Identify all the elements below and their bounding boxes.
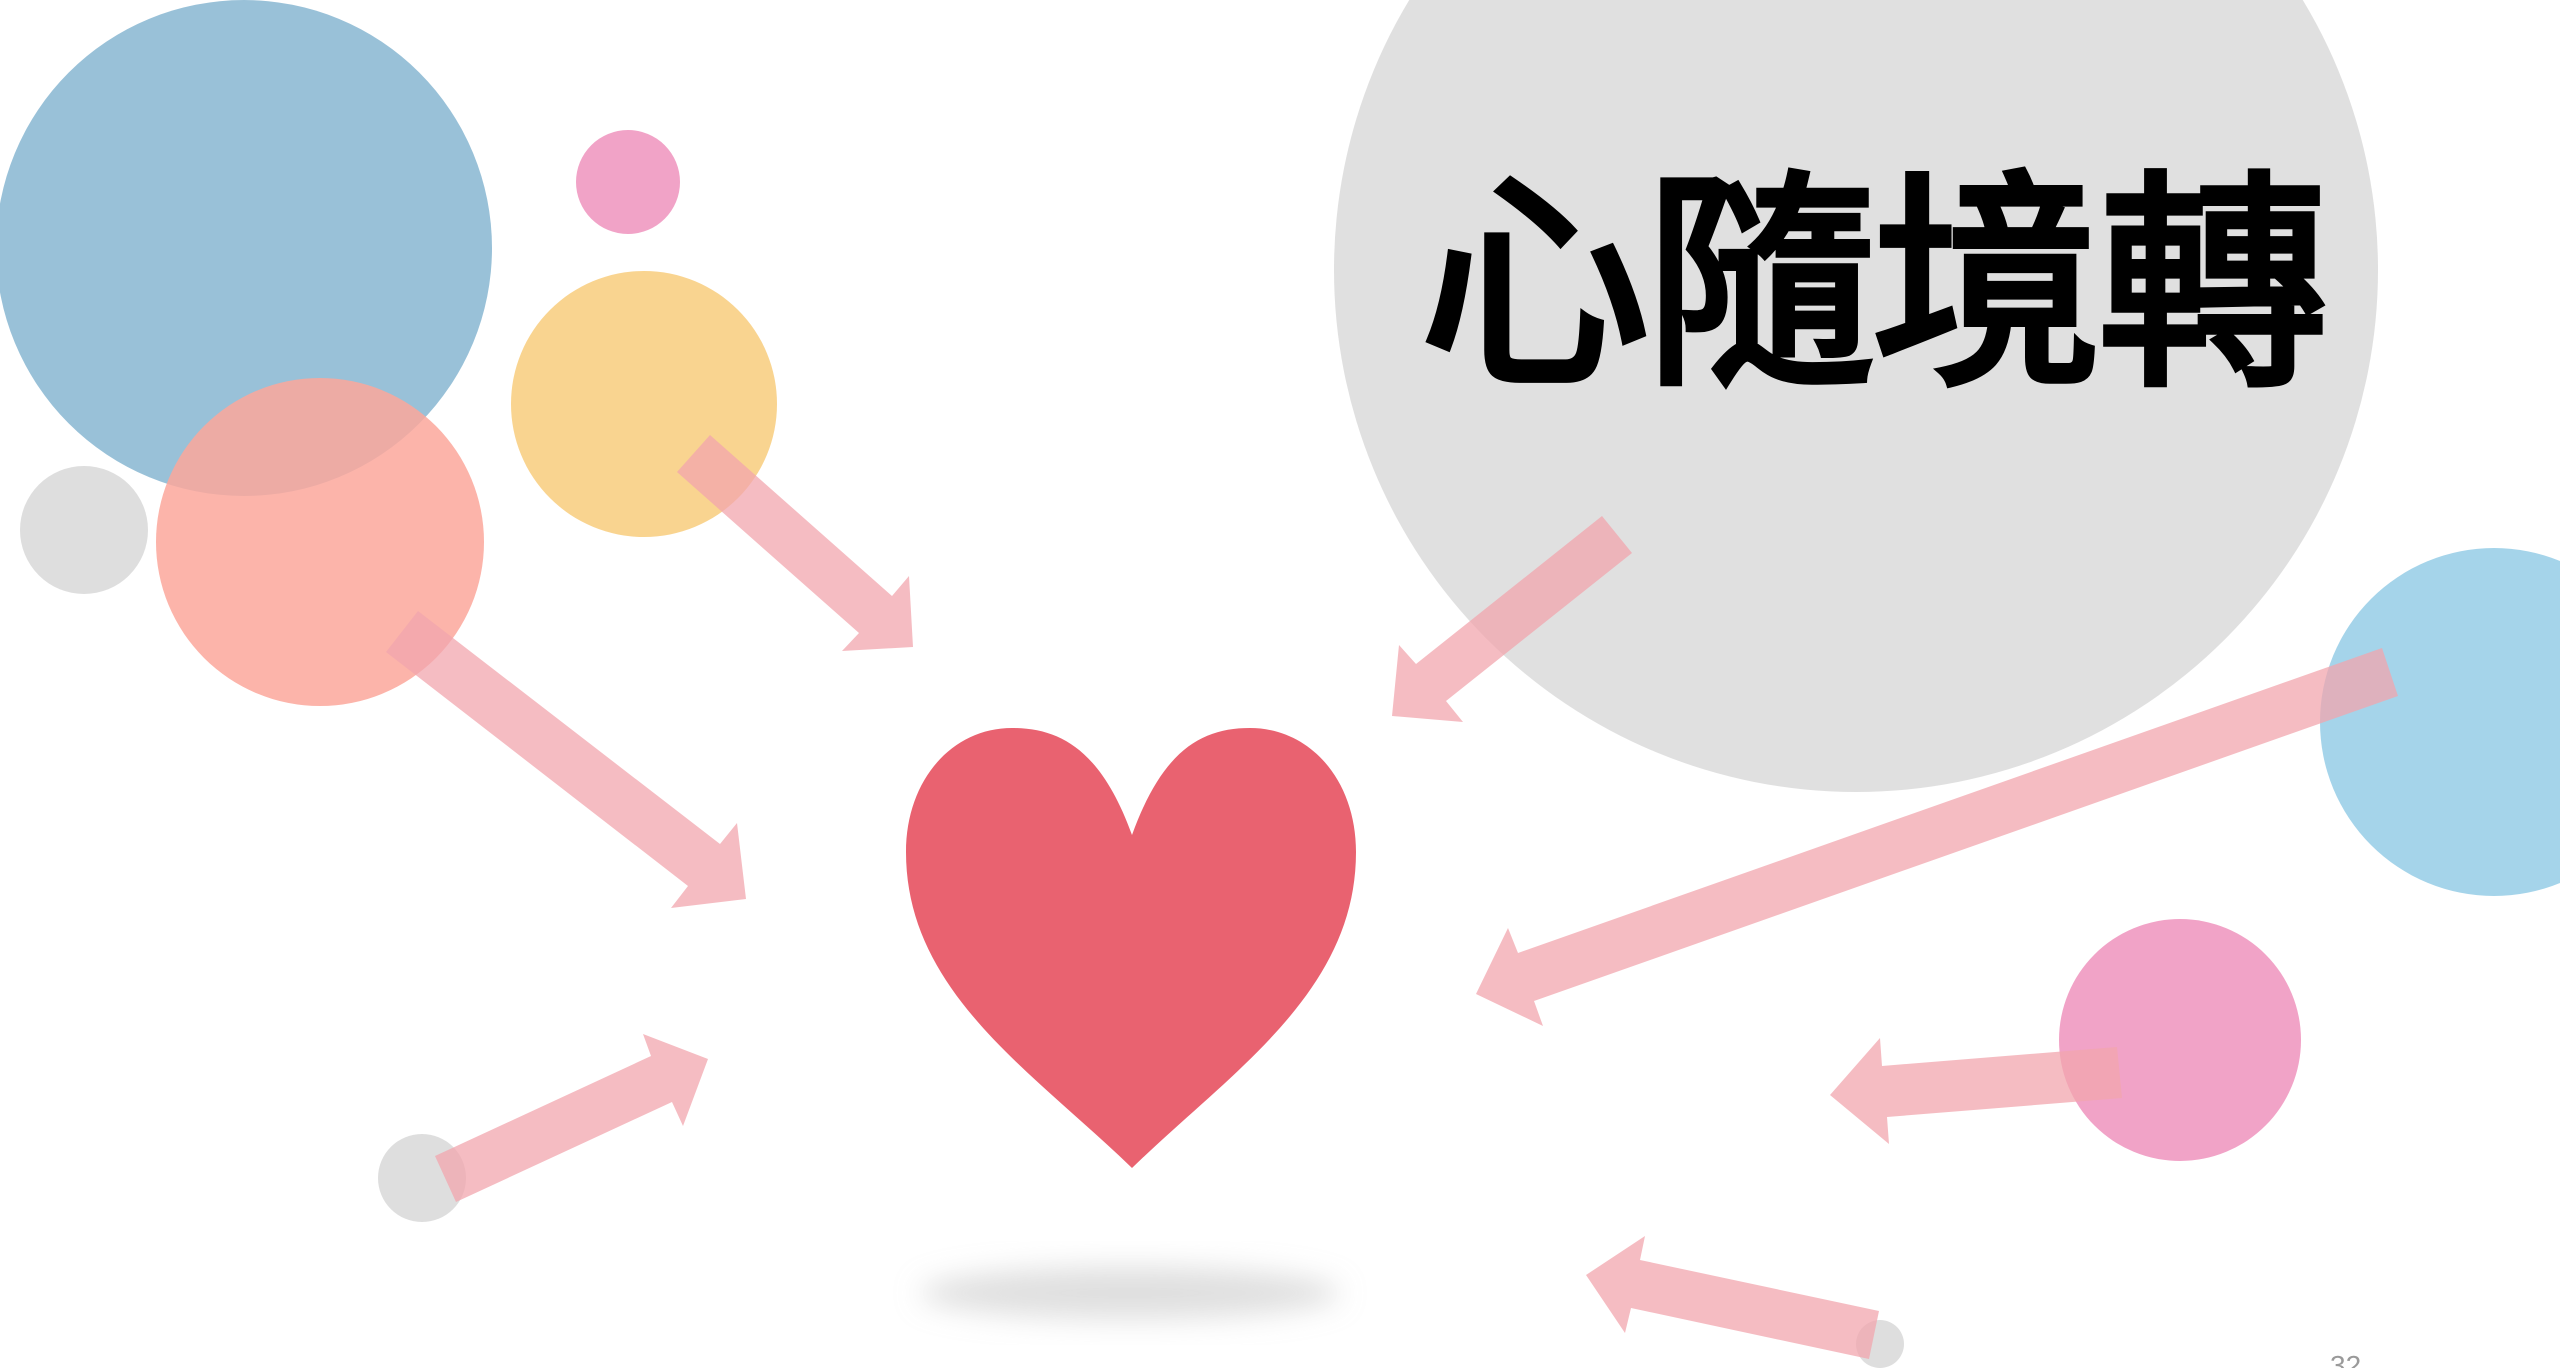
circle-salmon bbox=[156, 378, 484, 706]
arrow-icon bbox=[1830, 1038, 2122, 1144]
circle-gray-large bbox=[1334, 0, 2378, 792]
arrows bbox=[386, 435, 2398, 1359]
page-number: 32 bbox=[2330, 1350, 2362, 1368]
slide-title: 心隨境轉 bbox=[1420, 150, 2328, 420]
circle-pink-small bbox=[576, 130, 680, 234]
heart-shadow bbox=[920, 1267, 1340, 1319]
arrow-icon bbox=[1476, 648, 2398, 1026]
arrow-icon bbox=[1392, 516, 1632, 722]
circle-blue-large bbox=[0, 0, 492, 496]
circle-gray-small-left bbox=[20, 466, 148, 594]
circle-light-blue bbox=[2320, 548, 2560, 896]
arrow-icon bbox=[1586, 1236, 1879, 1359]
arrow-icon bbox=[677, 435, 913, 651]
arrow-icon bbox=[386, 611, 746, 908]
arrow-icon bbox=[435, 1034, 708, 1202]
circle-pink-right bbox=[2059, 919, 2301, 1161]
heart-icon bbox=[906, 728, 1356, 1168]
